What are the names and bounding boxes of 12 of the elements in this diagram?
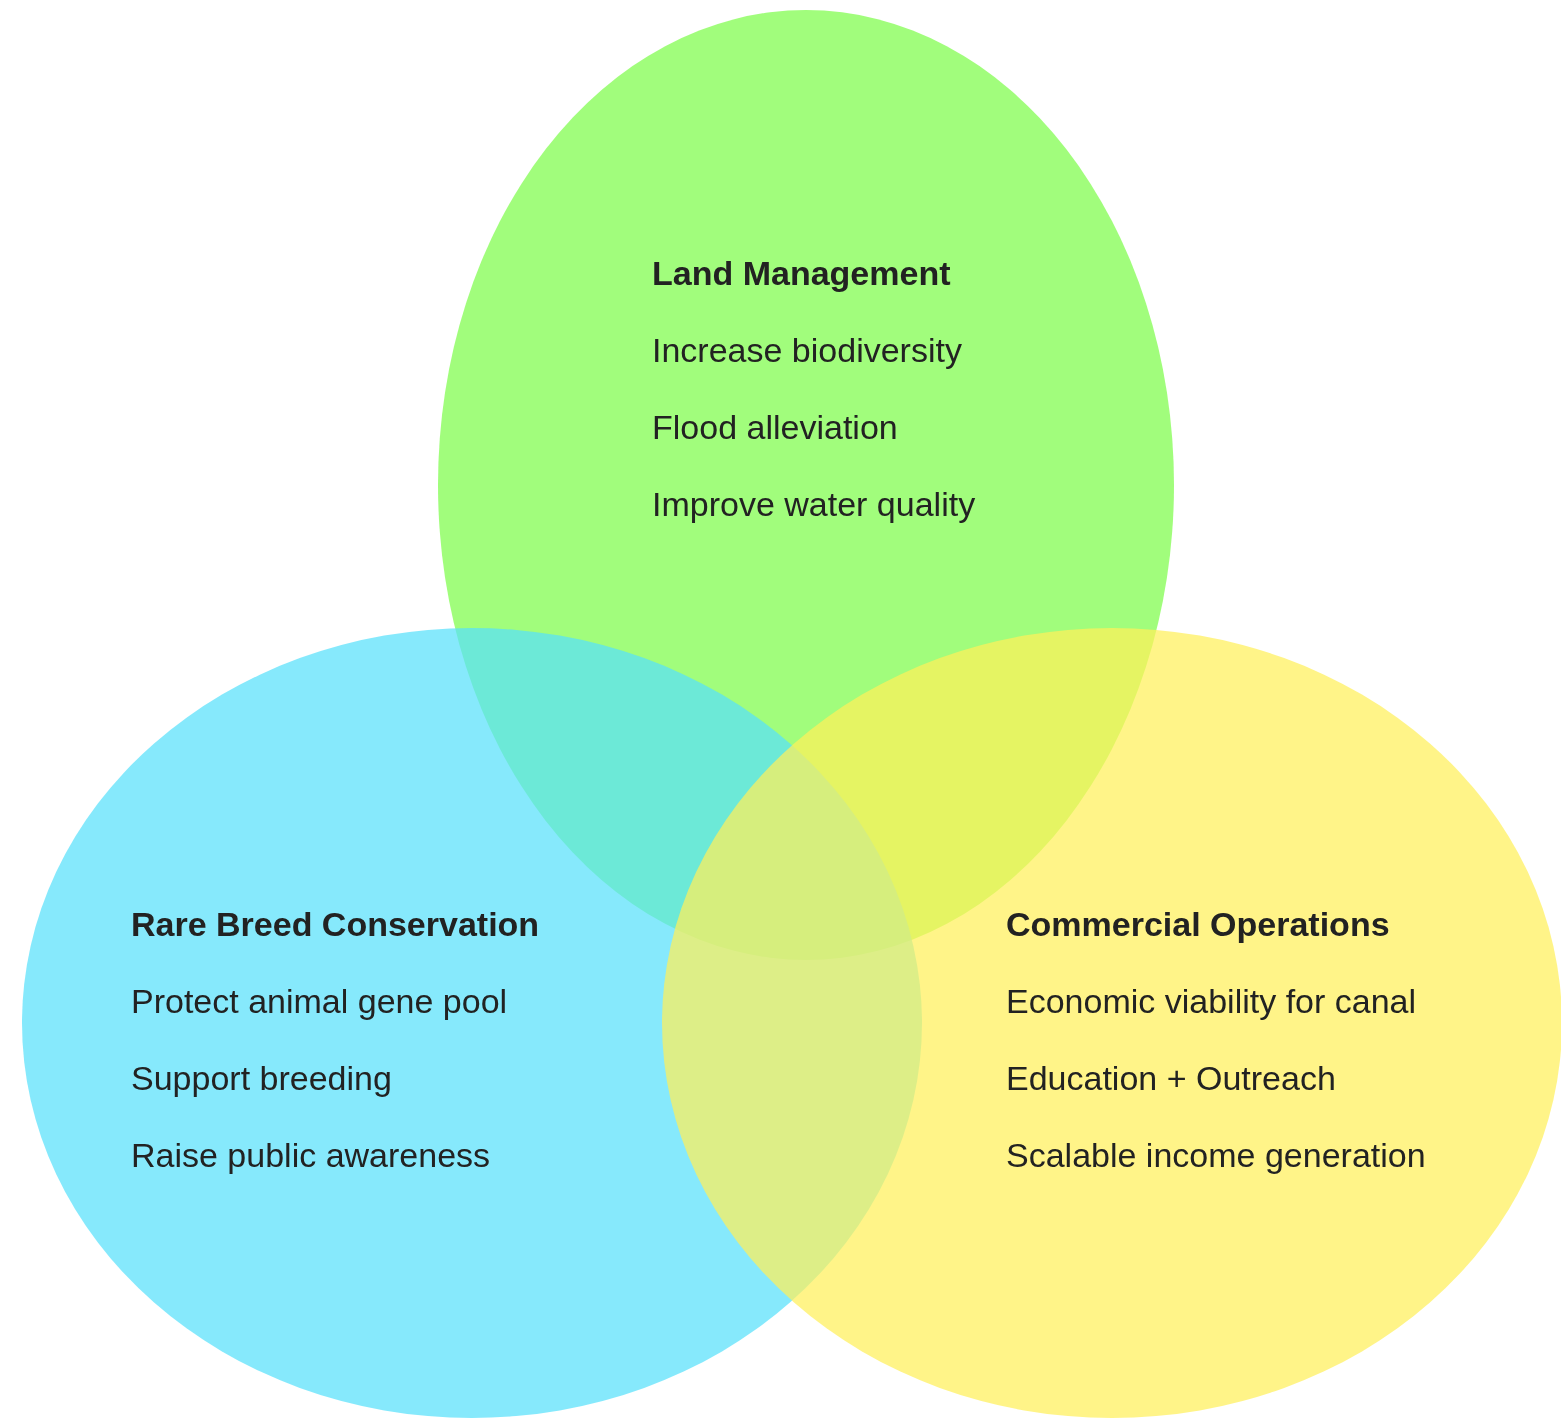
list-item: Protect animal gene pool [131,981,508,1021]
list-item: Flood alleviation [652,407,898,447]
list-item: Raise public awareness [131,1135,491,1175]
list-item: Improve water quality [652,484,976,524]
list-item: Scalable income generation [1006,1135,1426,1175]
circle-heading: Rare Breed Conservation [131,904,540,944]
list-item: Support breeding [131,1058,392,1098]
list-item: Increase biodiversity [652,330,962,370]
list-item: Economic viability for canal [1006,981,1417,1021]
circle-heading: Land Management [652,253,951,293]
list-item: Education + Outreach [1006,1058,1336,1098]
circle-heading: Commercial Operations [1006,904,1390,944]
